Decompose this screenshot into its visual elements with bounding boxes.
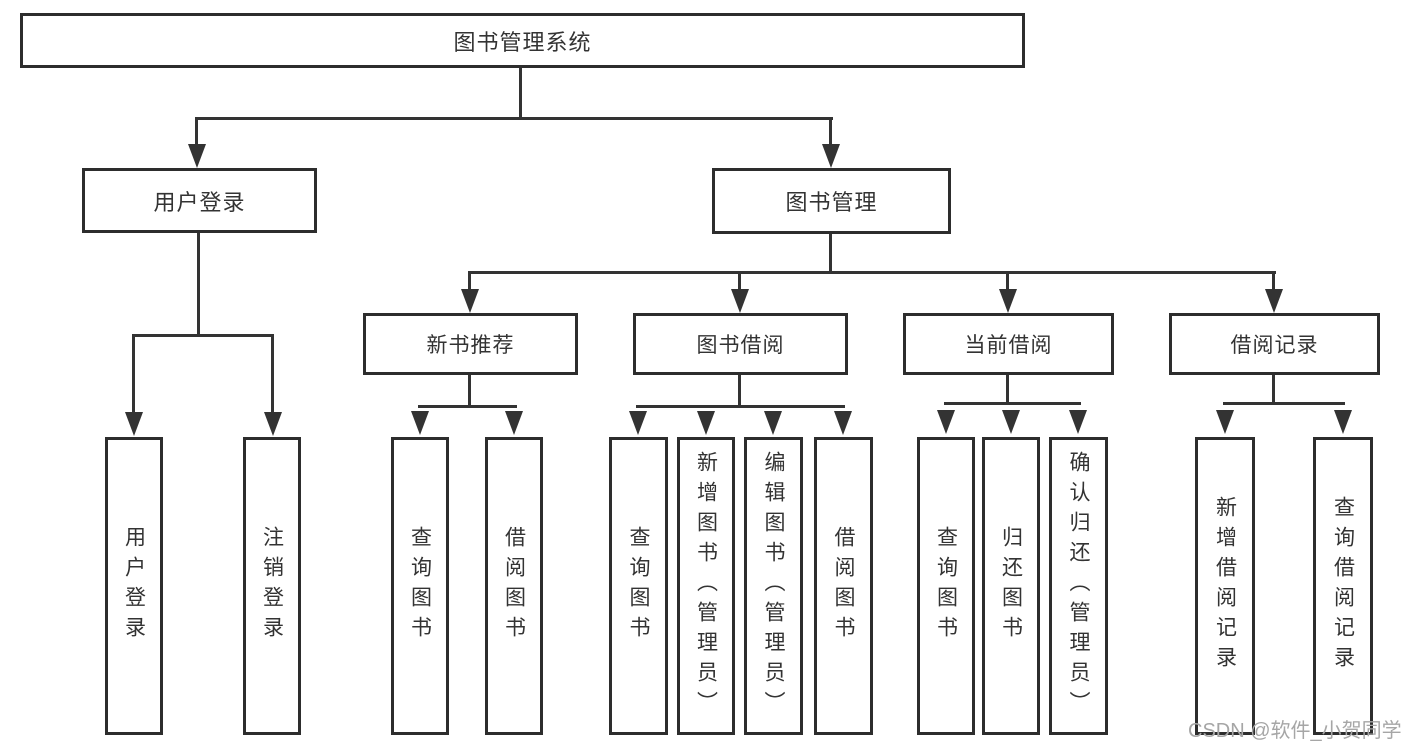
- leaf-user-login: 用户登录: [105, 437, 163, 735]
- connector-line: [132, 334, 274, 337]
- leaf-add-books-admin: 新增图书（管理员）: [677, 437, 735, 735]
- leaf-add-borrow-record: 新增借阅记录: [1195, 437, 1255, 735]
- connector-line: [132, 334, 135, 416]
- connector-line: [1272, 373, 1275, 405]
- arrow-down-icon: [731, 289, 749, 313]
- connector-line: [519, 66, 522, 120]
- arrow-down-icon: [1216, 410, 1234, 434]
- arrow-down-icon: [264, 412, 282, 436]
- connector-line: [1006, 373, 1009, 405]
- leaf-label: 查询图书: [627, 526, 650, 646]
- arrow-down-icon: [822, 144, 840, 168]
- leaf-label: 编辑图书（管理员）: [762, 451, 785, 721]
- connector-line: [1223, 402, 1345, 405]
- arrow-down-icon: [1265, 289, 1283, 313]
- connector-line: [1272, 271, 1275, 293]
- leaf-query-books-current: 查询图书: [917, 437, 975, 735]
- section-book-borrow: 图书借阅: [633, 313, 848, 375]
- arrow-down-icon: [125, 412, 143, 436]
- connector-line: [195, 117, 198, 149]
- connector-line: [468, 271, 471, 293]
- leaf-label: 借阅图书: [832, 526, 855, 646]
- leaf-confirm-return-admin: 确认归还（管理员）: [1049, 437, 1108, 735]
- connector-line: [197, 231, 200, 337]
- section-new-book-recommend: 新书推荐: [363, 313, 578, 375]
- arrow-down-icon: [411, 411, 429, 435]
- section-label: 当前借阅: [964, 334, 1053, 357]
- leaf-label: 查询图书: [934, 526, 958, 646]
- connector-line: [829, 117, 832, 149]
- arrow-down-icon: [629, 411, 647, 435]
- connector-line: [1006, 271, 1009, 293]
- connector-line: [944, 402, 1081, 405]
- branch-book-management: 图书管理: [712, 168, 951, 234]
- section-current-borrow: 当前借阅: [903, 313, 1114, 375]
- leaf-borrow-books: 借阅图书: [814, 437, 873, 735]
- arrow-down-icon: [697, 411, 715, 435]
- leaf-label: 借阅图书: [502, 526, 526, 646]
- branch-user-login-label: 用户登录: [153, 189, 246, 215]
- arrow-down-icon: [764, 411, 782, 435]
- leaf-label: 新增图书（管理员）: [694, 451, 718, 721]
- arrow-down-icon: [461, 289, 479, 313]
- connector-line: [468, 373, 471, 408]
- leaf-query-books-borrow: 查询图书: [609, 437, 668, 735]
- arrow-down-icon: [834, 411, 852, 435]
- branch-book-management-label: 图书管理: [785, 190, 878, 215]
- leaf-return-books: 归还图书: [982, 437, 1040, 735]
- leaf-label: 查询图书: [408, 526, 432, 646]
- csdn-watermark: CSDN @软件_小贺同学: [1188, 720, 1402, 742]
- section-label: 图书借阅: [696, 334, 785, 357]
- leaf-borrow-books-recommend: 借阅图书: [485, 437, 543, 735]
- leaf-label: 归还图书: [999, 526, 1023, 646]
- leaf-label: 新增借阅记录: [1213, 496, 1237, 676]
- arrow-down-icon: [1069, 410, 1087, 434]
- leaf-label: 确认归还（管理员）: [1067, 451, 1090, 721]
- leaf-edit-books-admin: 编辑图书（管理员）: [744, 437, 803, 735]
- leaf-label: 查询借阅记录: [1331, 496, 1355, 676]
- section-label: 借阅记录: [1230, 334, 1319, 357]
- leaf-query-borrow-record: 查询借阅记录: [1313, 437, 1373, 735]
- connector-line: [468, 271, 1276, 274]
- leaf-label: 注销登录: [260, 526, 284, 646]
- connector-line: [195, 117, 833, 120]
- leaf-logout: 注销登录: [243, 437, 301, 735]
- connector-line: [418, 405, 517, 408]
- section-borrow-records: 借阅记录: [1169, 313, 1380, 375]
- leaf-query-books-recommend: 查询图书: [391, 437, 449, 735]
- leaf-label: 用户登录: [122, 526, 146, 646]
- arrow-down-icon: [937, 410, 955, 434]
- connector-line: [738, 271, 741, 293]
- root-node-label: 图书管理系统: [453, 29, 592, 55]
- connector-line: [738, 373, 741, 408]
- arrow-down-icon: [999, 289, 1017, 313]
- section-label: 新书推荐: [426, 334, 515, 357]
- root-node: 图书管理系统: [20, 13, 1025, 68]
- connector-line: [271, 334, 274, 416]
- connector-line: [636, 405, 845, 408]
- arrow-down-icon: [1334, 410, 1352, 434]
- branch-user-login: 用户登录: [82, 168, 317, 233]
- arrow-down-icon: [1002, 410, 1020, 434]
- arrow-down-icon: [188, 144, 206, 168]
- arrow-down-icon: [505, 411, 523, 435]
- connector-line: [829, 231, 832, 273]
